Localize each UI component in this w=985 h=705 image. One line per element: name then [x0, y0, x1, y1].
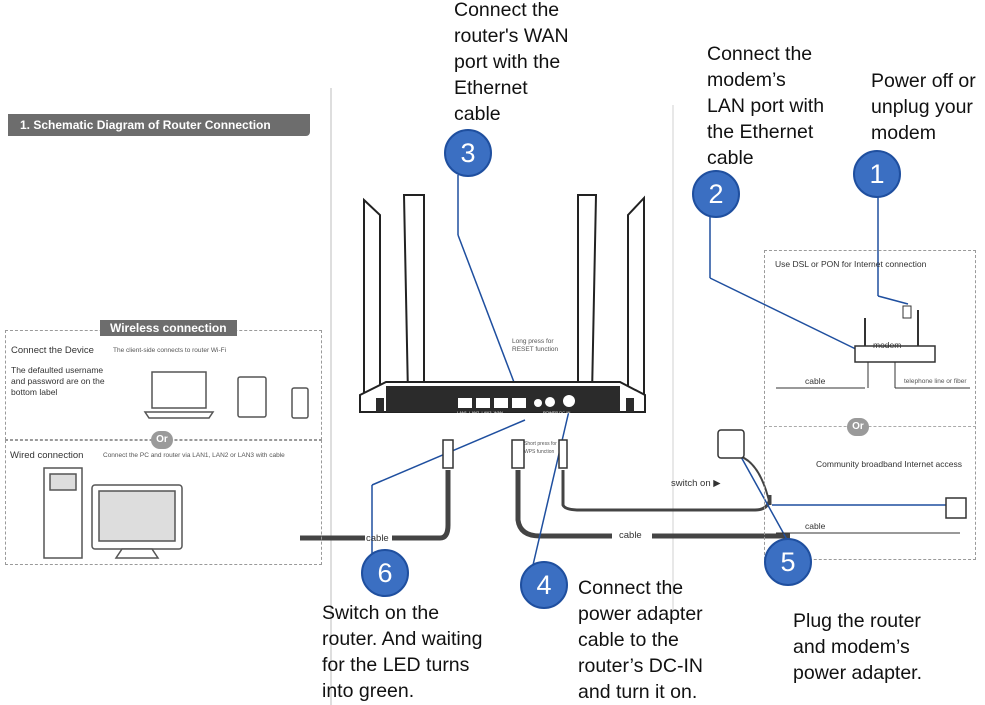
dsl-title: Use DSL or PON for Internet connection	[775, 259, 927, 269]
step-6-text: Switch on the router. And waiting for th…	[322, 602, 483, 702]
wireless-devices	[143, 371, 309, 419]
cable-router-lan	[392, 470, 451, 541]
or-badge-right: Or	[847, 418, 869, 436]
modem-label: modem	[873, 340, 902, 350]
client-side-note: The client-side connects to router Wi-Fi	[113, 347, 227, 354]
wireless-title: Wireless connection	[100, 320, 237, 336]
step-1-badge: 1	[853, 150, 901, 198]
step-2-text: Connect the modem’s LAN port with the Et…	[707, 43, 825, 169]
step-1-text: Power off or unplug your modem	[871, 70, 976, 144]
phone-line-label: telephone line or fiber	[904, 378, 967, 385]
step-2-badge: 2	[692, 170, 740, 218]
connect-device-label: Connect the Device	[11, 345, 94, 356]
port-labels: LAN1 LAN2 LAN3 WAN	[457, 410, 503, 415]
power-adapter	[717, 429, 745, 459]
wired-title: Wired connection	[10, 450, 84, 461]
internet-box-divider	[764, 426, 976, 427]
cable-router-wan	[515, 470, 612, 539]
wps-note: Short press for WPS function	[524, 441, 557, 455]
step-4-badge: 4	[520, 561, 568, 609]
default-note: The defaulted username and password are …	[11, 365, 105, 397]
wall-socket	[945, 497, 967, 519]
switch-on-label: switch on ▶	[671, 478, 721, 489]
community-title: Community broadband Internet access	[816, 459, 962, 469]
step-5-text: Plug the router and modem’s power adapte…	[793, 610, 923, 684]
modem-shape	[854, 305, 936, 363]
modem-cable-label: cable	[805, 376, 826, 386]
router-antennas	[363, 194, 645, 396]
reset-note: Long press for RESET function	[512, 338, 559, 353]
community-cable-label: cable	[805, 521, 826, 531]
power-port-labels: POWER DC-IN	[543, 410, 571, 415]
step-6-badge: 6	[361, 549, 409, 597]
desktop-pc	[43, 467, 183, 559]
step-4-text: Connect the power adapter cable to the r…	[578, 577, 703, 703]
cable-center-label: cable	[619, 530, 642, 541]
cable-left-label: cable	[366, 533, 389, 544]
step-5-badge: 5	[764, 538, 812, 586]
internet-box	[764, 250, 976, 560]
wired-note: Connect the PC and router via LAN1, LAN2…	[103, 452, 285, 459]
section-banner: 1. Schematic Diagram of Router Connectio…	[8, 114, 310, 136]
step-3-badge: 3	[444, 129, 492, 177]
router-body	[359, 381, 646, 413]
step-3-text: Connect the router's WAN port with the E…	[454, 0, 569, 125]
power-cable	[561, 470, 772, 512]
or-badge-left: Or	[151, 431, 173, 449]
